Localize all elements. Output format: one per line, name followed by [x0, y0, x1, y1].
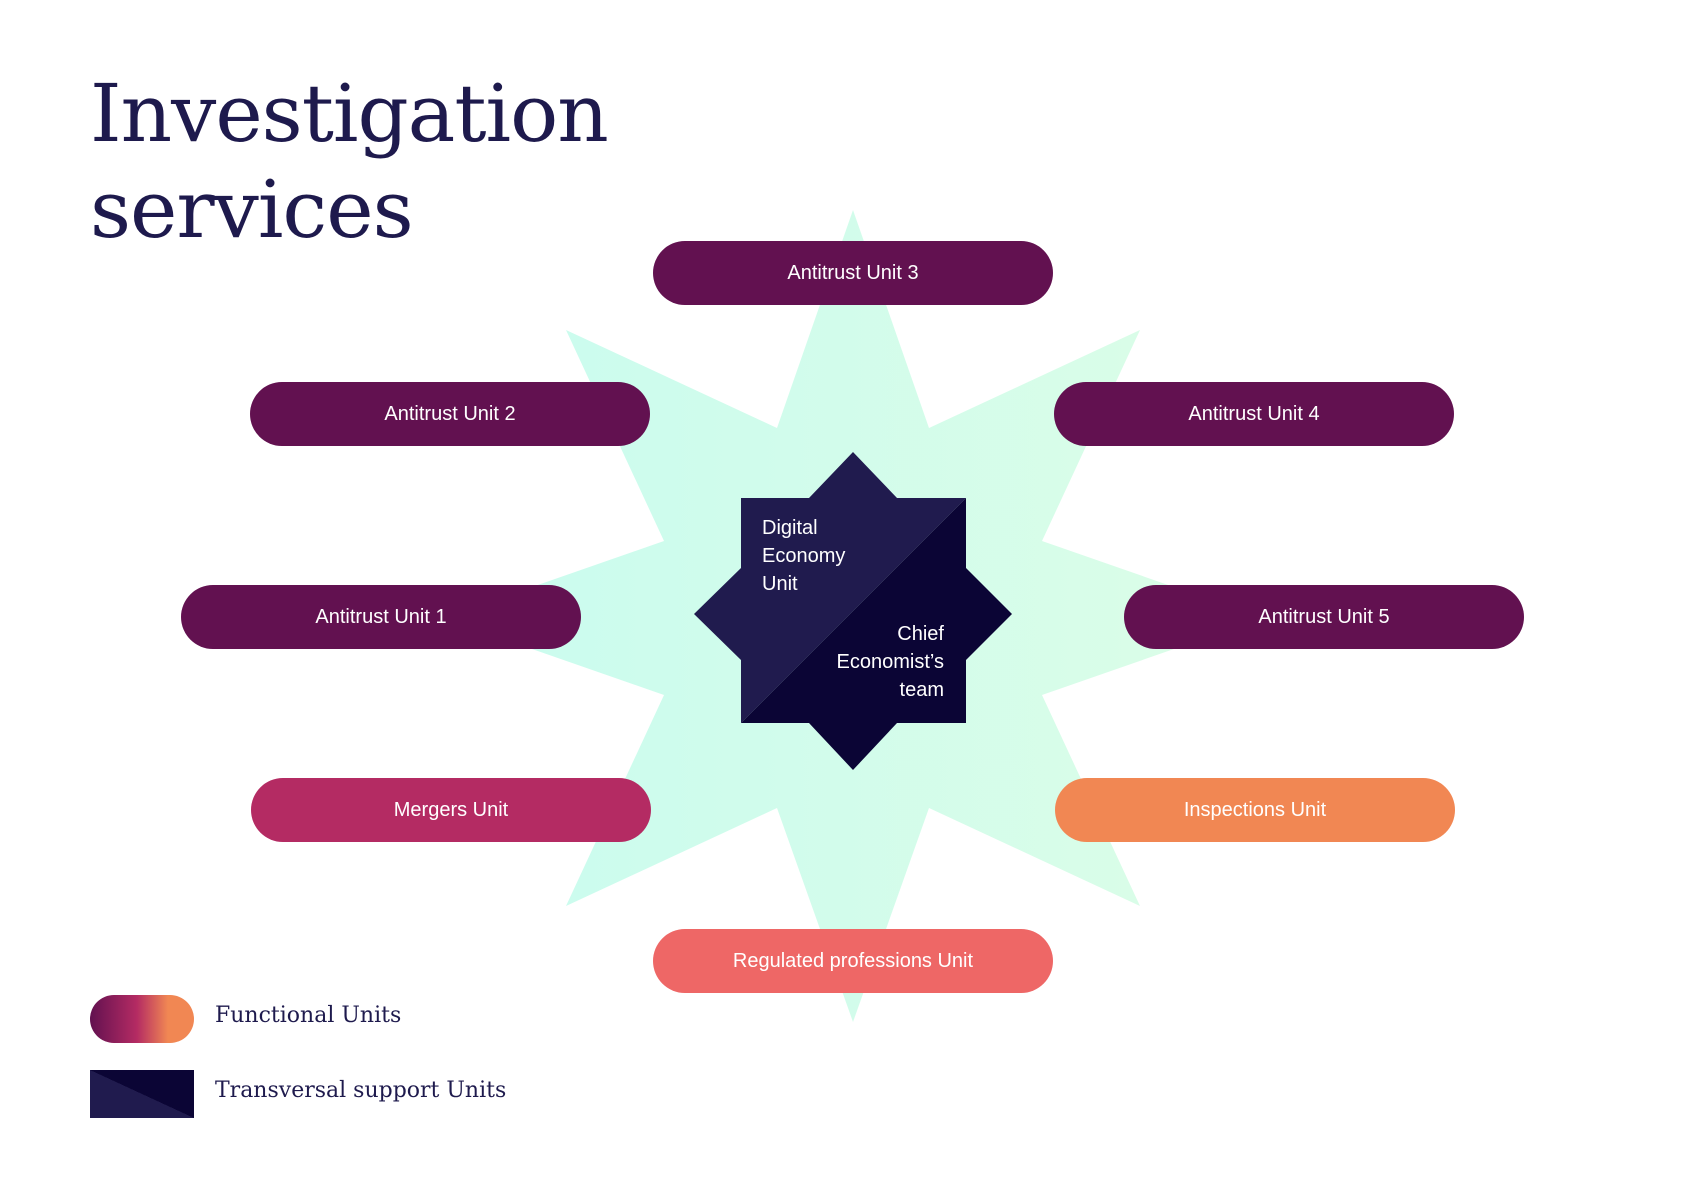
- page-title: Investigation services: [90, 66, 609, 258]
- page-title-line-2: services: [90, 163, 414, 256]
- support-units-star: [694, 452, 1012, 770]
- page-title-line-1: Investigation: [90, 67, 609, 160]
- mergers-unit-pill[interactable]: Mergers Unit: [251, 778, 651, 842]
- chief-economist-line-2: Economist’s: [836, 651, 944, 673]
- antitrust-unit-5-pill[interactable]: Antitrust Unit 5: [1124, 585, 1524, 649]
- antitrust-unit-4-pill[interactable]: Antitrust Unit 4: [1054, 382, 1454, 446]
- chief-economist-team-shape: [741, 498, 1012, 770]
- antitrust-unit-3-pill[interactable]: Antitrust Unit 3: [653, 241, 1053, 305]
- regulated-professions-unit-pill[interactable]: Regulated professions Unit: [653, 929, 1053, 993]
- inspections-unit-pill[interactable]: Inspections Unit: [1055, 778, 1455, 842]
- functional-units-label: Functional Units: [215, 1003, 402, 1028]
- transversal-units-swatch: [90, 1070, 194, 1118]
- digital-economy-line-2: Economy: [762, 545, 846, 567]
- functional-units-swatch: [90, 995, 194, 1043]
- antitrust-unit-1-pill[interactable]: Antitrust Unit 1: [181, 585, 581, 649]
- chief-economist-team-label: Chief Economist’s team: [790, 620, 944, 704]
- transversal-units-label: Transversal support Units: [215, 1078, 507, 1103]
- chief-economist-line-3: team: [899, 679, 944, 701]
- antitrust-unit-2-pill[interactable]: Antitrust Unit 2: [250, 382, 650, 446]
- digital-economy-line-1: Digital: [762, 517, 818, 539]
- digital-economy-line-3: Unit: [762, 573, 798, 595]
- chief-economist-line-1: Chief: [897, 623, 944, 645]
- digital-economy-unit-shape: [694, 452, 966, 723]
- digital-economy-unit-label: Digital Economy Unit: [762, 514, 845, 598]
